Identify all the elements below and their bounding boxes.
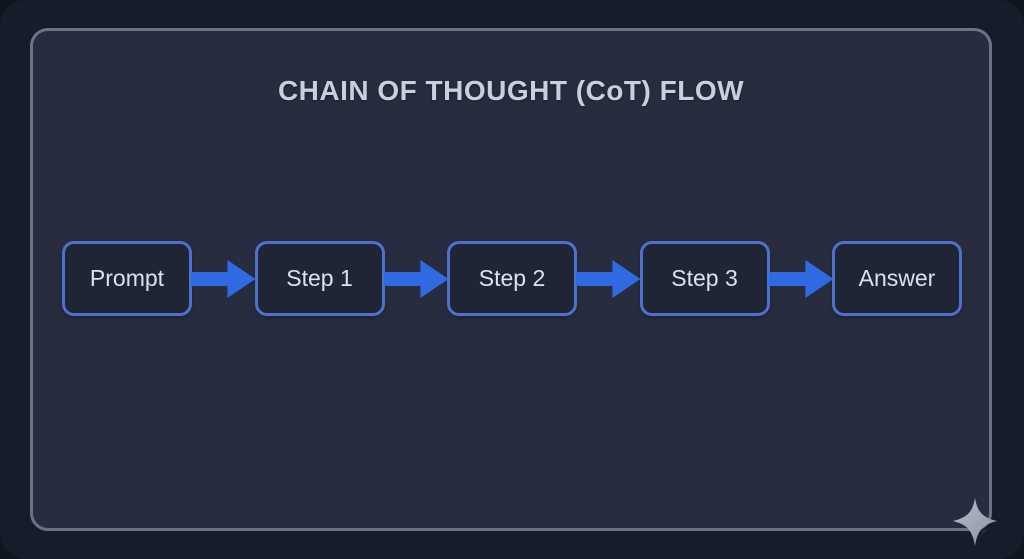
diagram-panel: CHAIN OF THOUGHT (CoT) FLOW Prompt Step … [30, 28, 992, 531]
flow-node-label: Answer [858, 265, 936, 291]
flow-node-label: Step 3 [671, 265, 738, 291]
flow-node-label: Step 2 [478, 265, 546, 291]
sparkle-icon [953, 498, 997, 546]
flow-node-label: Step 1 [286, 265, 353, 291]
flow-node-label: Prompt [89, 265, 165, 291]
flow-node-step-3: Step 3 [639, 241, 770, 316]
flow-node-step-1: Step 1 [254, 241, 385, 316]
flow-arrow-icon [768, 257, 833, 301]
flow-node-answer: Answer [832, 241, 962, 316]
diagram-title: CHAIN OF THOUGHT (CoT) FLOW [277, 75, 745, 106]
flow-arrow-icon [383, 257, 448, 301]
flow-arrow-icon [191, 257, 256, 301]
cot-flow-row: Prompt Step 1 Step 2 [62, 241, 962, 316]
flow-node-prompt: Prompt [62, 241, 192, 316]
flow-node-step-2: Step 2 [447, 241, 577, 316]
flow-arrow-icon [576, 257, 641, 301]
